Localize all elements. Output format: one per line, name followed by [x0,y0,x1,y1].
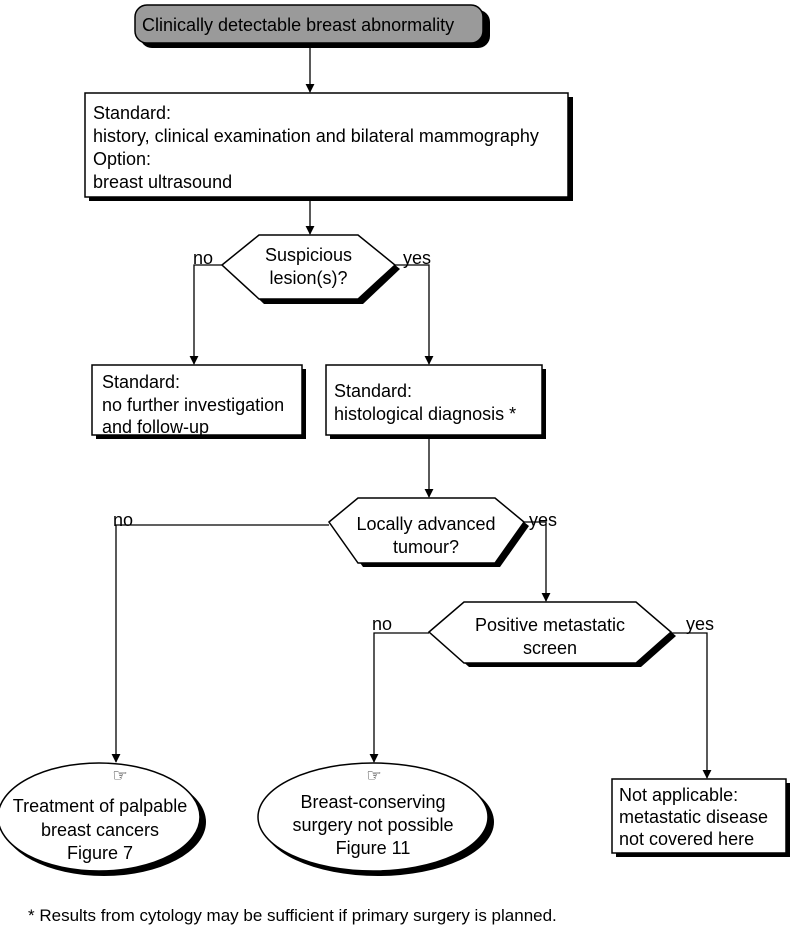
decision1-no-label: no [193,248,214,268]
decision1-yes-label: yes [403,248,432,268]
assessment-box [84,92,573,201]
footnote: * Results from cytology may be sufficien… [28,906,557,925]
not-applicable-line1: Not applicable: [619,785,739,805]
decision-locally-advanced [327,497,529,567]
assessment-line4: breast ultrasound [93,172,233,192]
pointing-hand-icon: ☞ [112,766,128,785]
decision1-line1: Suspicious [264,245,353,265]
decision-suspicious-lesions [220,234,400,304]
assessment-line2: history, clinical examination and bilate… [93,126,539,146]
arrow-decision2-no [111,524,329,763]
decision2-no-label: no [113,510,134,530]
bcs-figure-ref: Figure 11 [335,838,411,858]
decision3-no-label: no [372,614,393,634]
no-further-investigation-box [91,364,306,439]
not-applicable-box [611,778,790,857]
treatment-figure-ref: Figure 7 [66,843,134,863]
assessment-line1: Standard: [93,103,172,123]
not-applicable-line3: not covered here [619,829,755,849]
treatment-line1: Treatment of palpable [12,796,188,816]
bcs-ellipse [257,762,494,876]
decision2-yes-label: yes [529,510,558,530]
decision1-line2: lesion(s)? [269,268,348,288]
decision3-line2: screen [522,638,578,658]
arrow-decision1-yes [395,264,434,365]
treatment-ellipse [0,762,206,876]
histology-line2: histological diagnosis * [334,404,517,424]
bcs-line1: Breast-conserving [300,792,446,812]
no-further-line1: Standard: [102,372,181,392]
pointing-hand-icon: ☞ [366,766,382,785]
start-node-label: Clinically detectable breast abnormality [142,15,455,35]
no-further-line2: no further investigation [102,395,285,415]
decision2-line1: Locally advanced [356,514,496,534]
arrow-decision3-no [369,632,429,763]
start-node [134,4,490,48]
decision3-yes-label: yes [686,614,715,634]
bcs-line2: surgery not possible [292,815,454,835]
treatment-line2: breast cancers [40,820,160,840]
decision2-line2: tumour? [392,537,460,557]
decision3-line1: Positive metastatic [474,615,626,635]
arrow-decision2-yes [524,521,551,602]
decision-positive-metastatic [427,601,676,667]
not-applicable-line2: metastatic disease [619,807,769,827]
no-further-line3: and follow-up [102,417,210,437]
histological-diagnosis-box [325,364,546,439]
arrow-decision3-yes [671,632,712,779]
assessment-line3: Option: [93,149,152,169]
histology-line1: Standard: [334,381,413,401]
arrow-decision1-no [189,264,222,365]
